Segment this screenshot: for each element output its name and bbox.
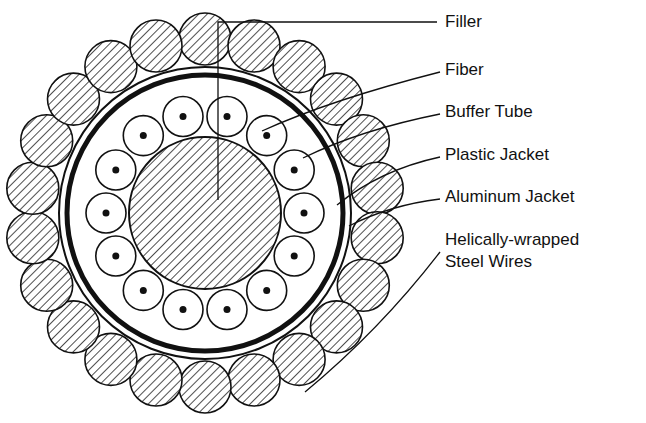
steel-wire [179,13,231,65]
fiber [263,287,270,294]
fiber [291,253,298,260]
buffer-tube [96,236,136,276]
part-label: Aluminum Jacket [445,186,635,208]
steel-wire [130,354,182,406]
steel-wire [228,354,280,406]
steel-wire [7,212,59,264]
buffer-tube [247,116,287,156]
buffer-tube [123,116,163,156]
part-label: Plastic Jacket [445,144,635,166]
steel-wires [7,13,403,413]
leader-lines [218,22,440,392]
buffer-tube [123,270,163,310]
fiber [180,113,187,120]
buffer-tube [284,193,324,233]
fiber [112,253,119,260]
steel-wire [130,20,182,72]
steel-wire [179,361,231,413]
buffer-tube [96,150,136,190]
fiber [291,167,298,174]
buffer-tube [274,236,314,276]
part-label: Filler [445,11,635,33]
fiber [224,113,231,120]
plastic-jacket [67,75,343,351]
steel-wire [228,20,280,72]
fiber [103,210,110,217]
fiber [140,287,147,294]
buffer-tubes [86,97,324,330]
aluminum-jacket [59,67,351,359]
steel-wire [351,212,403,264]
fiber [112,167,119,174]
steel-wire [21,259,73,311]
fiber [140,132,147,139]
buffer-tube [86,193,126,233]
buffer-tube [207,290,247,330]
buffer-tube [163,290,203,330]
fiber [180,306,187,313]
buffer-tube [207,97,247,137]
buffer-tube [247,270,287,310]
buffer-tube [163,97,203,137]
part-label: Helically-wrapped Steel Wires [445,229,595,273]
steel-wire [273,333,325,385]
part-label: Buffer Tube [445,101,635,123]
fiber [224,306,231,313]
fiber [301,210,308,217]
part-label: Fiber [445,59,635,81]
fiber [263,132,270,139]
filler [129,137,281,289]
steel-wire [7,162,59,214]
steel-wire [85,41,137,93]
